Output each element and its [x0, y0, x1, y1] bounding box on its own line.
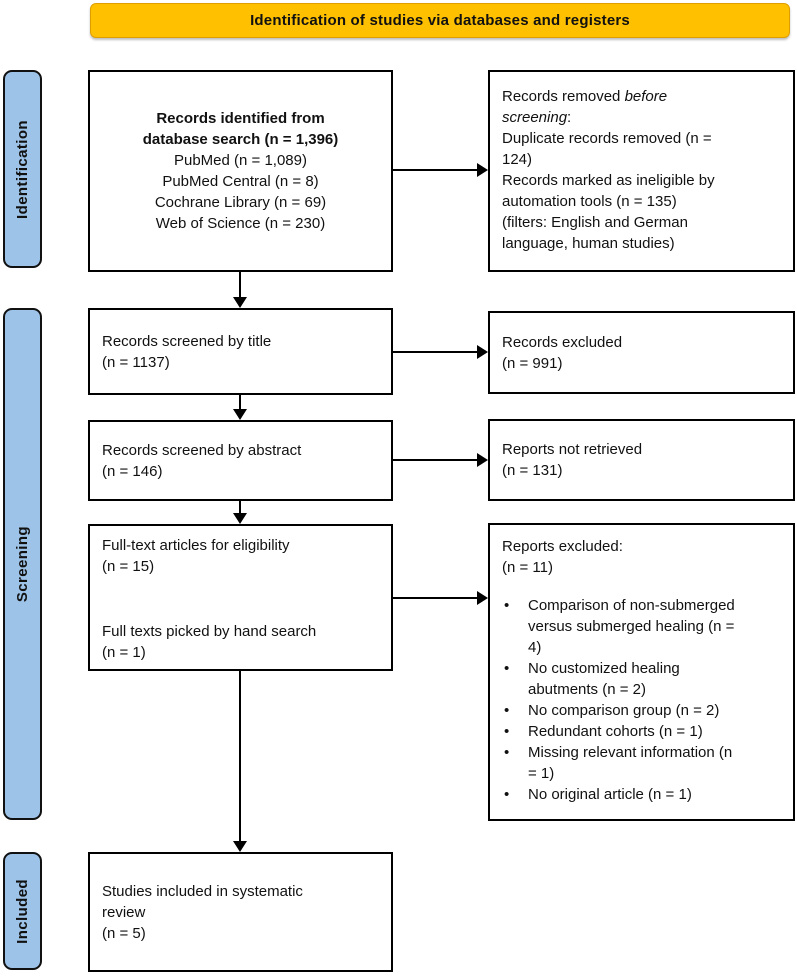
reports-not-retrieved-box: Reports not retrieved (n = 131) [488, 419, 795, 501]
records-removed-heading-italic: before screening [502, 88, 668, 126]
full-text-eligibility-box: Full-text articles for eligibility (n = … [88, 524, 393, 671]
exclusion-reason: Redundant cohorts (n = 1) [502, 721, 738, 742]
handsearch-line2: (n = 1) [102, 644, 146, 661]
screened-title-line1: Records screened by title [102, 332, 272, 350]
banner: Identification of studies via databases … [90, 3, 790, 38]
source-web-of-science: Web of Science (n = 230) [155, 215, 326, 232]
stage-screening-label: Screening [14, 525, 31, 603]
screened-abstract-line1: Records screened by abstract [102, 441, 302, 459]
stage-identification: Identification [3, 70, 42, 268]
records-identified-title-line1: Records identified from [156, 110, 325, 127]
duplicates-removed-line: Duplicate records removed (n = 124) [502, 130, 712, 168]
records-excluded-line1: Records excluded [502, 333, 623, 351]
records-screened-abstract-box: Records screened by abstract (n = 146) [88, 420, 393, 501]
exclusion-reason: No customized healing abutments (n = 2) [502, 658, 738, 700]
reports-excluded-line1: Reports excluded: [502, 538, 623, 555]
records-removed-heading: Records removed before screening: [502, 86, 739, 128]
exclusion-reason: Comparison of non-submerged versus subme… [502, 595, 738, 658]
exclusion-reason: No comparison group (n = 2) [502, 700, 738, 721]
studies-included-line1: Studies included in systematic review [102, 882, 303, 921]
not-retrieved-line1: Reports not retrieved [502, 441, 643, 458]
stage-included: Included [3, 852, 42, 970]
exclusion-reason: Missing relevant information (n = 1) [502, 742, 738, 784]
automation-ineligible-line: Records marked as ineligible by automati… [502, 172, 715, 210]
filters-line: (filters: English and German language, h… [502, 214, 688, 252]
exclusion-reason-list: Comparison of non-submerged versus subme… [502, 595, 781, 805]
handsearch-line1: Full texts picked by hand search [102, 623, 317, 640]
reports-excluded-box: Reports excluded: (n = 11) Comparison of… [488, 523, 795, 821]
records-identified-title-line2: database search (n = 1,396) [142, 131, 339, 148]
stage-identification-label: Identification [14, 119, 31, 219]
studies-included-box: Studies included in systematic review (n… [88, 852, 393, 972]
records-removed-box: Records removed before screening: Duplic… [488, 70, 795, 272]
records-excluded-box: Records excluded (n = 991) [488, 311, 795, 394]
source-pubmed-central: PubMed Central (n = 8) [162, 173, 319, 190]
source-cochrane: Cochrane Library (n = 69) [154, 194, 327, 211]
exclusion-reason: No original article (n = 1) [502, 784, 738, 805]
banner-label: Identification of studies via databases … [250, 12, 630, 29]
screened-title-line2: (n = 1137) [102, 353, 170, 371]
screened-abstract-line2: (n = 146) [102, 462, 163, 480]
stage-included-label: Included [14, 878, 31, 944]
records-screened-title-box: Records screened by title (n = 1137) [88, 308, 393, 395]
stage-screening: Screening [3, 308, 42, 820]
records-removed-heading-normal: Records removed [502, 88, 625, 105]
studies-included-line2: (n = 5) [102, 924, 146, 942]
fulltext-line1: Full-text articles for eligibility [102, 537, 290, 554]
records-excluded-line2: (n = 991) [502, 354, 563, 372]
fulltext-line2: (n = 15) [102, 558, 155, 575]
source-pubmed: PubMed (n = 1,089) [173, 152, 307, 169]
reports-excluded-line2: (n = 11) [502, 559, 553, 576]
not-retrieved-line2: (n = 131) [502, 462, 563, 479]
records-identified-box: Records identified from database search … [88, 70, 393, 272]
records-removed-heading-colon: : [567, 109, 572, 126]
